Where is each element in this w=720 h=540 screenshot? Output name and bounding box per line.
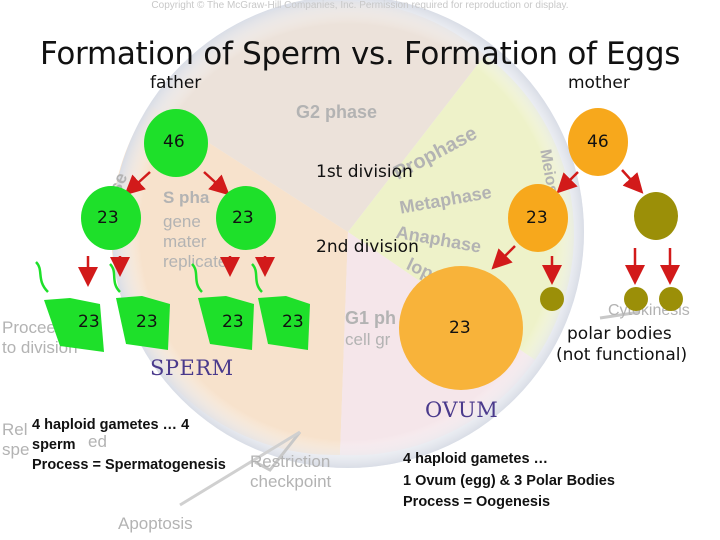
arrow-oocyte-ovum (491, 245, 516, 270)
cell-growth-label: cell gr (345, 330, 391, 349)
polar-body-2 (624, 287, 648, 311)
cytokinesis-arrow (599, 310, 641, 320)
mother-cell (568, 108, 628, 176)
count-sperm-1: 23 (78, 312, 100, 332)
sperm-caption-line-2: sperm (32, 437, 76, 453)
not-functional-label: (not functional) (556, 345, 688, 365)
replicates-label: replicates (163, 252, 236, 271)
count-spermatocyte-left: 23 (97, 208, 119, 228)
restriction-label: Restriction (250, 452, 331, 471)
count-spermatocyte-right: 23 (232, 208, 254, 228)
count-sperm-3: 23 (222, 312, 244, 332)
mother-label: mother (568, 73, 630, 93)
apoptosis-label: Apoptosis (118, 514, 193, 533)
second-division-label: 2nd division (316, 237, 419, 257)
count-sperm-4: 23 (282, 312, 304, 332)
count-ovum: 23 (449, 318, 471, 338)
sperm-label: SPERM (150, 356, 234, 380)
s-phase-label: S pha (163, 188, 210, 207)
egg-caption-line-2: 1 Ovum (egg) & 3 Polar Bodies (403, 473, 615, 489)
genetic-label: gene (163, 212, 201, 231)
count-mother: 46 (587, 132, 609, 152)
egg-caption-line-3: Process = Oogenesis (403, 494, 551, 510)
sperm-caption-line-1: 4 haploid gametes … 4 (32, 417, 190, 433)
to-division-label: to division (2, 338, 78, 357)
rel-label: Rel (2, 420, 28, 439)
arrow-mother-right (621, 169, 644, 194)
restriction-arrow (254, 431, 302, 472)
polar-body-1 (540, 287, 564, 311)
egg-caption-line-1: 4 haploid gametes … (403, 451, 549, 467)
ovum-cell (399, 266, 523, 390)
sperm-1 (35, 261, 104, 352)
arrow-father-right (203, 171, 230, 196)
copyright-text: Copyright © The McGraw-Hill Companies, I… (151, 0, 569, 11)
polar-body-3 (659, 287, 683, 311)
secondary-oocyte (508, 184, 568, 252)
arrow-mother-left (556, 171, 579, 194)
arrow-father-left (124, 171, 151, 196)
ed-label: ed (88, 432, 107, 451)
spec-label: spe (2, 440, 30, 459)
polar-bodies-label: polar bodies (567, 324, 672, 344)
spermatocyte-left (81, 186, 141, 250)
father-cell (144, 109, 208, 177)
count-father: 46 (163, 132, 185, 152)
first-division-label: 1st division (316, 162, 413, 182)
apoptosis-arrow (179, 430, 301, 507)
proceed-label: Procee (2, 318, 56, 337)
first-polar-body (634, 192, 678, 240)
count-sperm-2: 23 (136, 312, 158, 332)
sperm-2 (109, 263, 170, 350)
count-oocyte: 23 (526, 208, 548, 228)
sperm-4 (251, 263, 310, 350)
g2-phase-label: G2 phase (296, 102, 378, 122)
sperm-caption-line-3: Process = Spermatogenesis (32, 457, 226, 473)
material-label: mater (163, 232, 207, 251)
g1-phase-label: G1 ph (345, 308, 397, 328)
father-label: father (150, 73, 202, 93)
ovum-label: OVUM (425, 398, 499, 422)
spermatocyte-right (216, 186, 276, 250)
checkpoint-label: checkpoint (250, 472, 332, 491)
page-title: Formation of Sperm vs. Formation of Eggs (39, 36, 681, 72)
sperm-3 (191, 263, 254, 350)
